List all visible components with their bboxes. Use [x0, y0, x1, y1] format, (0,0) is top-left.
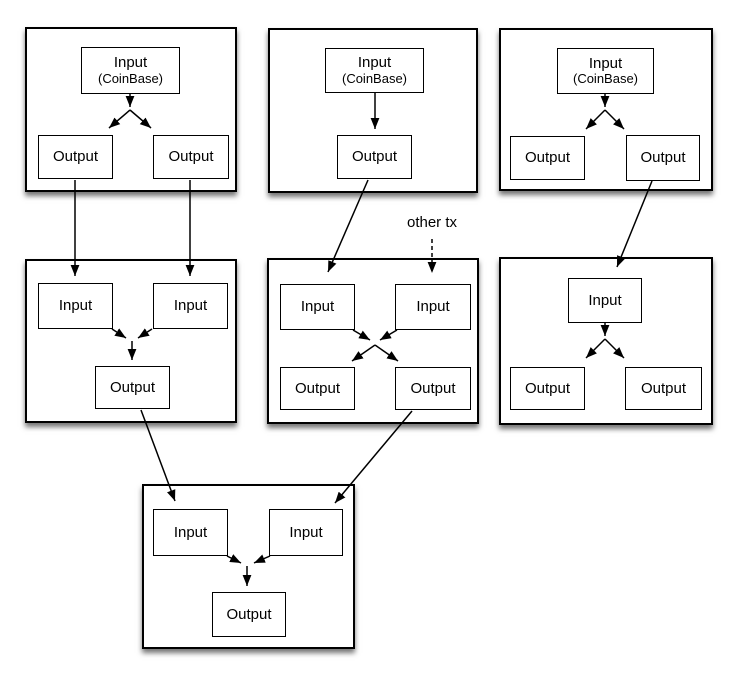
- input-node: Input: [280, 284, 355, 330]
- node-label: Output: [109, 378, 156, 396]
- output-node: Output: [153, 135, 229, 179]
- output-node: Output: [212, 592, 286, 637]
- output-node: Output: [337, 135, 412, 179]
- input-node: Input: [153, 283, 228, 329]
- node-label: Input: [588, 54, 623, 72]
- coinbase-input-node: Input (CoinBase): [325, 48, 424, 93]
- node-sublabel: (CoinBase): [572, 71, 639, 87]
- node-label: Output: [226, 605, 272, 623]
- node-label: Output: [524, 149, 571, 167]
- node-label: Output: [351, 148, 398, 166]
- node-label: Output: [524, 379, 571, 397]
- node-label: Output: [52, 148, 99, 166]
- output-node: Output: [626, 135, 700, 181]
- node-label: Output: [294, 379, 341, 397]
- node-sublabel: (CoinBase): [341, 70, 408, 86]
- node-label: Input: [173, 523, 208, 541]
- input-node: Input: [269, 509, 343, 556]
- coinbase-input-node: Input (CoinBase): [81, 47, 180, 94]
- output-node: Output: [38, 135, 113, 179]
- other-tx-label: other tx: [406, 214, 458, 231]
- output-node: Output: [280, 367, 355, 410]
- input-node: Input: [153, 509, 228, 556]
- node-label: Input: [113, 54, 148, 72]
- node-label: Input: [357, 54, 392, 72]
- node-label: Output: [410, 379, 456, 397]
- node-label: Output: [640, 379, 687, 397]
- input-node: Input: [395, 284, 471, 330]
- node-label: Input: [173, 297, 208, 315]
- node-sublabel: (CoinBase): [97, 70, 164, 86]
- node-label: Input: [416, 298, 450, 316]
- output-node: Output: [510, 136, 585, 180]
- input-node: Input: [568, 278, 642, 323]
- node-label: Input: [588, 291, 622, 309]
- output-node: Output: [95, 366, 170, 409]
- input-node: Input: [38, 283, 113, 329]
- node-label: Input: [58, 297, 93, 315]
- output-node: Output: [625, 367, 702, 410]
- output-node: Output: [510, 367, 585, 410]
- node-label: Output: [640, 149, 686, 167]
- output-node: Output: [395, 367, 471, 410]
- node-label: Output: [168, 148, 214, 166]
- coinbase-input-node: Input (CoinBase): [557, 48, 654, 94]
- node-label: Input: [300, 298, 335, 316]
- node-label: Input: [289, 523, 323, 541]
- edge-t3out2-m3in: [616, 180, 653, 268]
